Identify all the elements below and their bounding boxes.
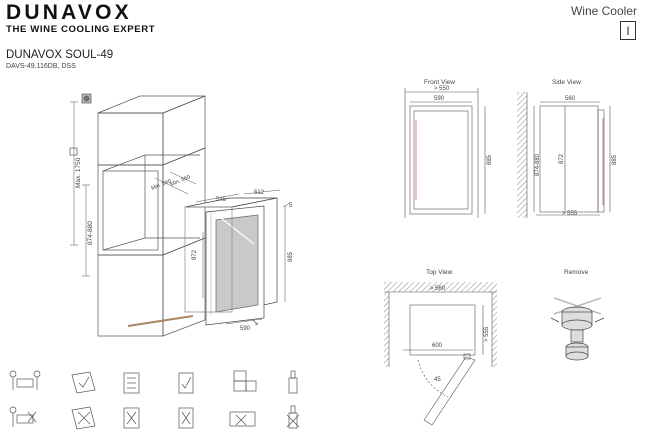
remove-label: Remove bbox=[564, 269, 589, 276]
dim-height: 872 bbox=[192, 249, 198, 260]
model-name: DUNAVOX SOUL-49 bbox=[6, 49, 114, 61]
manual-forbidden-icon bbox=[71, 406, 96, 430]
front-width: 590 bbox=[434, 96, 445, 102]
document-page-marker: I bbox=[620, 21, 636, 40]
side-overall-height: 885 bbox=[612, 154, 618, 165]
arrow-icon: ↘ bbox=[252, 318, 259, 327]
brand-logo: DUNAVOX bbox=[6, 1, 132, 24]
brand-tagline: THE WINE COOLING EXPERT bbox=[6, 24, 156, 35]
checklist-forbidden-icon bbox=[123, 407, 140, 429]
bottle-forbidden-icon bbox=[286, 405, 300, 429]
top-depth: > 555 bbox=[484, 326, 490, 342]
side-height: 872 bbox=[559, 153, 565, 164]
front-view-label: Front View bbox=[424, 79, 455, 86]
dim-depth: 545 bbox=[216, 197, 227, 203]
top-view-label: Top View bbox=[426, 269, 453, 276]
dim-niche-depth: Min. 560 bbox=[170, 174, 192, 187]
stacked-boxes-icon bbox=[233, 370, 257, 392]
top-door-angle: 45 bbox=[434, 377, 441, 383]
side-view-label: Side View bbox=[552, 79, 581, 86]
document-type: Wine Cooler bbox=[570, 4, 637, 18]
built-in-cabinet-drawing bbox=[69, 93, 206, 337]
install-dimension-lines bbox=[70, 101, 197, 277]
front-view-drawing bbox=[404, 88, 486, 218]
boxes-forbidden-icon bbox=[229, 411, 256, 427]
dim-overall-height: 885 bbox=[288, 251, 294, 262]
side-view-drawing bbox=[517, 92, 611, 218]
document-check-icon bbox=[178, 372, 194, 394]
dim-width: 590 bbox=[240, 326, 251, 332]
wine-cooler-drawing bbox=[184, 197, 278, 326]
side-niche-height: 874-880 bbox=[535, 153, 541, 176]
remove-foot-drawing bbox=[550, 297, 605, 361]
bottle-upright-icon bbox=[288, 370, 298, 394]
top-width-outer: > 560 bbox=[430, 286, 446, 292]
model-sku: DAVS-49.116DB, DSS bbox=[6, 63, 76, 70]
no-single-carry-icon bbox=[9, 406, 37, 427]
side-depth: 560 bbox=[565, 96, 576, 102]
top-view-drawing bbox=[384, 282, 497, 426]
side-min-depth: > 555 bbox=[562, 211, 578, 217]
checklist-icon bbox=[123, 372, 140, 394]
front-height: 885 bbox=[487, 154, 493, 165]
manual-check-icon bbox=[71, 371, 96, 394]
dim-niche-height: 874-880 bbox=[87, 221, 94, 245]
dim-gap: 5 bbox=[289, 203, 293, 209]
dim-max-height: Max. 1750 bbox=[75, 157, 82, 188]
top-width: 600 bbox=[432, 343, 443, 349]
dim-min-width: Min. 560 bbox=[151, 178, 173, 191]
document-forbidden-icon bbox=[178, 407, 194, 429]
front-width-outer: > 550 bbox=[434, 86, 450, 92]
two-person-carry-icon bbox=[9, 370, 41, 390]
dim-depth-total: 512 bbox=[254, 190, 265, 196]
